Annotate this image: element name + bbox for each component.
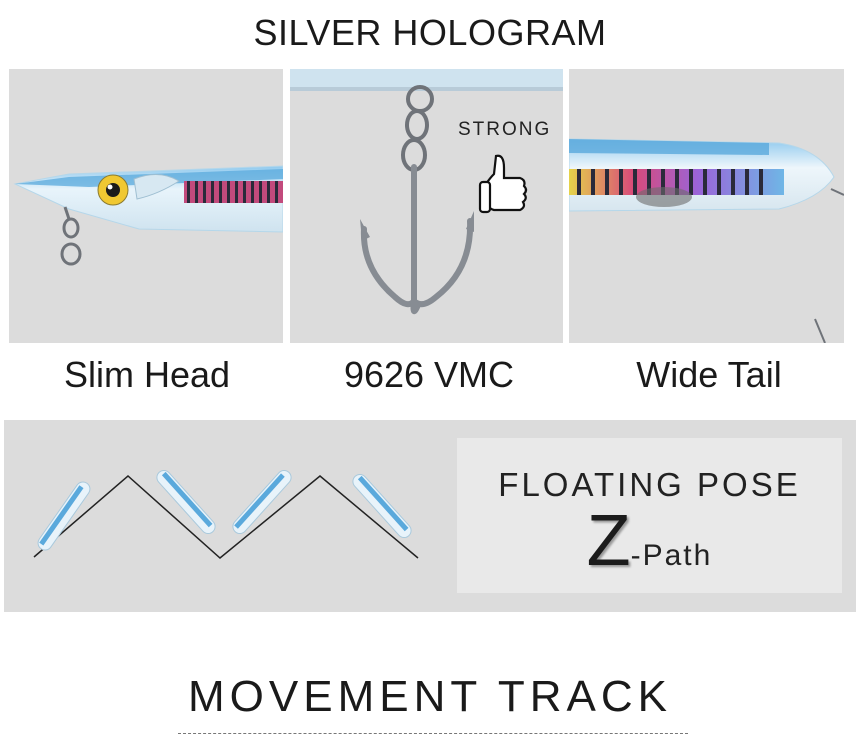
z-letter: Z xyxy=(586,501,631,581)
treble-hook-icon xyxy=(290,69,563,314)
thumbs-up-icon xyxy=(478,152,528,224)
slim-head-photo xyxy=(9,69,283,343)
movement-track-title: MOVEMENT TRACK xyxy=(188,672,672,721)
page-title: SILVER HOLOGRAM xyxy=(253,12,607,53)
floating-pose-title: FLOATING POSE xyxy=(498,466,801,503)
divider xyxy=(178,733,688,734)
z-path-suffix: -Path xyxy=(630,539,713,572)
split-ring-icon xyxy=(60,206,82,266)
wide-tail-photo xyxy=(569,69,844,343)
hook-caption: 9626 VMC xyxy=(343,354,515,395)
lure-track-markers xyxy=(37,469,412,551)
wide-tail-caption: Wide Tail xyxy=(636,354,782,395)
strong-badge: STRONG xyxy=(458,119,552,140)
lure-eye-icon xyxy=(97,174,129,206)
wide-tail-lure-illustration xyxy=(569,138,844,343)
z-path-label: Z-Path xyxy=(457,500,842,582)
zigzag-track-illustration xyxy=(33,469,419,559)
slim-head-lure-illustration xyxy=(13,165,283,266)
vmc-hook-photo xyxy=(290,69,563,343)
hologram-stripe xyxy=(184,181,283,203)
floating-pose-box: FLOATING POSE Z-Path xyxy=(457,438,842,593)
slim-head-caption: Slim Head xyxy=(63,354,231,395)
